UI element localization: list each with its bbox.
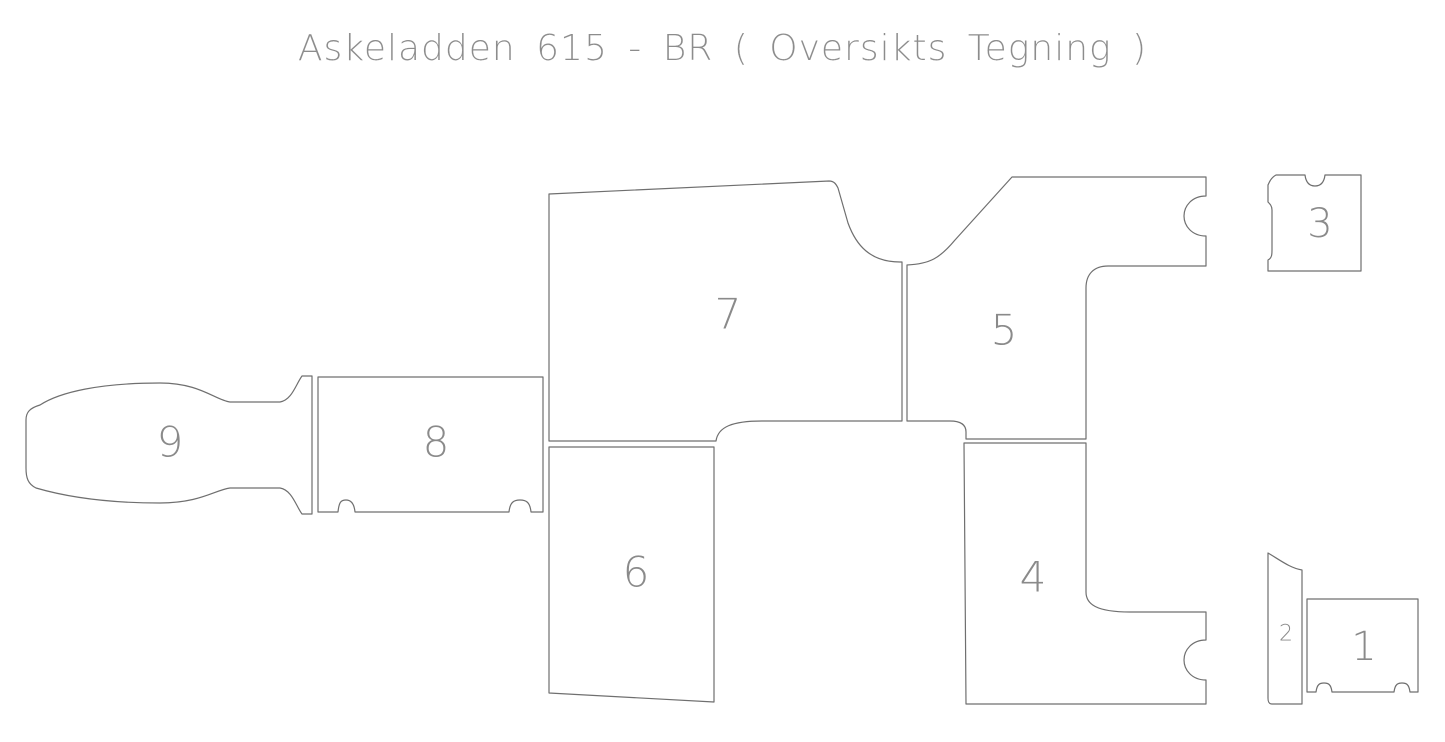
panel-2: 2 — [1267, 552, 1303, 705]
panel-4-outline — [963, 442, 1207, 705]
panel-2-outline — [1267, 552, 1303, 705]
panel-5-outline — [906, 176, 1207, 440]
panel-3-outline — [1267, 174, 1362, 272]
panel-5: 5 — [906, 176, 1207, 440]
panel-4-label: 4 — [1020, 553, 1047, 602]
panel-6-outline — [548, 446, 715, 703]
panel-7: 7 — [548, 180, 903, 442]
panel-3: 3 — [1267, 174, 1362, 272]
panel-7-label: 7 — [715, 290, 742, 339]
panel-7-outline — [548, 180, 903, 442]
panel-9-outline — [25, 375, 313, 515]
panel-8: 8 — [317, 376, 544, 513]
panel-9: 9 — [25, 375, 313, 515]
panel-4: 4 — [963, 442, 1207, 705]
drawing-title: Askeladden 615 - BR ( Oversikts Tegning … — [297, 28, 1148, 69]
panel-9-label: 9 — [157, 418, 184, 467]
panel-1-outline — [1306, 598, 1419, 693]
panel-8-label: 8 — [423, 418, 450, 467]
panel-8-outline — [317, 376, 544, 513]
panel-1: 1 — [1306, 598, 1419, 693]
panel-1-label: 1 — [1351, 624, 1376, 670]
panel-6-label: 6 — [623, 548, 650, 597]
panel-2-label: 2 — [1279, 622, 1293, 647]
panel-5-label: 5 — [991, 306, 1018, 355]
panel-3-label: 3 — [1307, 201, 1332, 247]
panel-6: 6 — [548, 446, 715, 703]
